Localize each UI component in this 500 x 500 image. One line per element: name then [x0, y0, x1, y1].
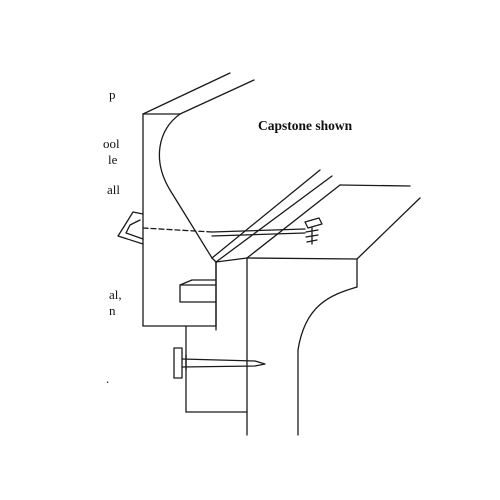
upper-capstone: [142, 72, 255, 327]
nail-icon: [173, 347, 266, 379]
screw-icon: [304, 217, 323, 245]
dowel-line-icon: [142, 227, 306, 237]
side-fragment-7: .: [106, 371, 110, 386]
slot-recess-back: [179, 279, 193, 286]
dowel-solid-segment: [211, 228, 306, 233]
slot-recess: [179, 279, 217, 303]
lower-capstone-top-back-edge: [211, 169, 321, 259]
upper-capstone-top-back-edge: [142, 72, 231, 115]
nail-shank: [181, 358, 266, 368]
nail-head: [173, 347, 183, 379]
right-capstone-profile: [297, 286, 358, 436]
lower-capstone: [185, 169, 341, 436]
clip-icon: [117, 211, 144, 245]
upper-capstone-top-front-edge: [179, 79, 255, 115]
side-fragment-3: le: [108, 152, 118, 167]
right-capstone-receding-edge: [356, 197, 421, 260]
lower-capstone-top-edge: [215, 257, 248, 263]
side-fragment-6: n: [109, 303, 116, 318]
diagram-caption: Capstone shown: [258, 118, 353, 133]
right-capstone-top-back-edge: [339, 184, 411, 187]
side-fragment-2: ool: [103, 136, 120, 151]
dowel-solid-segment-lower: [211, 232, 306, 237]
side-fragment-5: al,: [109, 287, 122, 302]
clip-outline: [117, 211, 144, 245]
screw-head: [304, 217, 323, 229]
upper-capstone-profile: [158, 113, 213, 259]
clip-inner: [125, 219, 144, 240]
dowel-dashed-segment: [142, 227, 213, 233]
side-fragment-4: all: [107, 182, 120, 197]
lower-capstone-top-mid-edge: [215, 175, 333, 263]
lower-capstone-top-front-edge: [246, 184, 341, 259]
upper-capstone-inner-edge: [211, 257, 217, 263]
side-fragment-1: p: [109, 87, 116, 102]
right-capstone-top-edge: [246, 257, 358, 260]
right-capstone: [246, 184, 421, 436]
slot-recess-outline: [179, 284, 217, 303]
screw-thread: [305, 229, 319, 243]
